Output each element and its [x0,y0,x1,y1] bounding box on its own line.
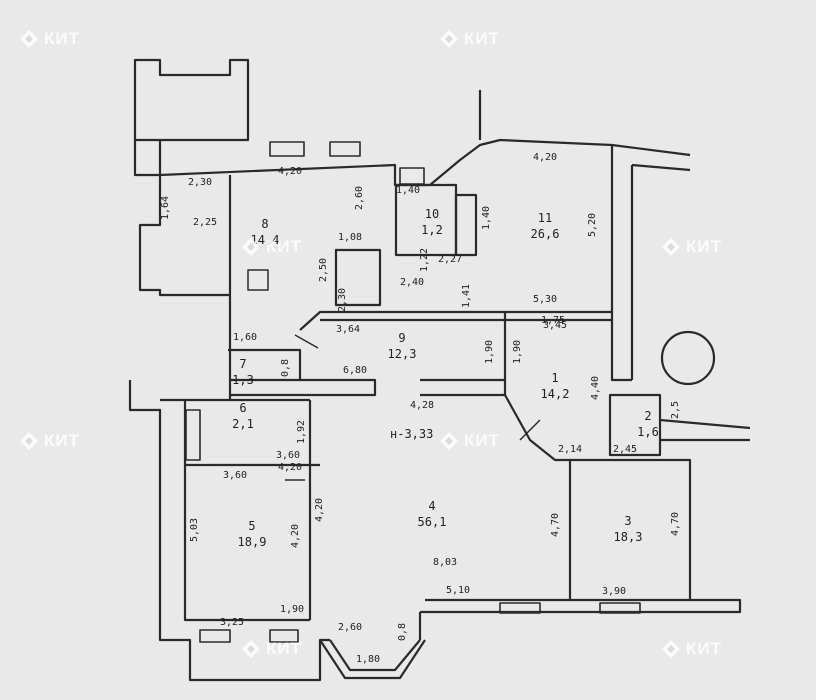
room-area-label: 2,1 [232,417,254,431]
dimension-label: 5,30 [533,294,557,305]
dimension-label: 4,70 [670,512,681,536]
room-number-label: 9 [398,331,405,345]
dimension-label: 3,25 [220,617,244,628]
dimension-label: 2,30 [337,288,348,312]
watermark-logo: КИТ [660,638,722,660]
room-number-label: 1 [551,371,558,385]
dimension-label: 0,8 [280,359,291,377]
dimension-label: 1,08 [338,232,362,243]
whale-icon [242,640,260,658]
room-number-label: 8 [261,217,268,231]
watermark-logo: КИТ [660,236,722,258]
dimension-label: 4,28 [410,400,434,411]
dimension-label: 5,03 [189,518,200,542]
watermark-logo: КИТ [438,430,500,452]
dimension-label: 4,20 [278,166,302,177]
room-area-label: 1,6 [637,425,659,439]
dimension-label: 1,40 [396,185,420,196]
room-number-label: 4 [428,499,435,513]
dimension-label: 1,22 [419,248,430,272]
watermark-text: КИТ [44,29,80,48]
room-area-label: 1,2 [421,223,443,237]
whale-icon [242,238,260,256]
dimension-label: 2,5 [670,401,681,419]
dimension-label: 2,60 [354,186,365,210]
watermark-logo: КИТ [240,236,302,258]
dimension-label: 3,60 [223,470,247,481]
dimension-label: 4,20 [314,498,325,522]
dimension-label: 5,10 [446,585,470,596]
room-number-label: 11 [538,211,552,225]
dimension-label: 3,64 [336,324,360,335]
dimension-label: 3,90 [602,586,626,597]
whale-icon [20,432,38,450]
room-number-label: 10 [425,207,439,221]
room-number-label: 5 [248,519,255,533]
watermark-logo: КИТ [18,28,80,50]
dimension-label: 4,20 [278,462,302,473]
room-area-label: 14,4 [251,233,280,247]
dimension-label: 2,40 [400,277,424,288]
dimension-label: 2,27 [438,254,462,265]
dimension-label: 1,41 [461,284,472,308]
dimension-label: 3,60 [276,450,300,461]
room-area-label: 26,6 [531,227,560,241]
watermark-text: КИТ [44,431,80,450]
dimension-label: 1,92 [296,420,307,444]
dimension-label: 2,45 [613,444,637,455]
whale-icon [440,30,458,48]
room-labels: 814,4101,21126,6912,3114,221,671,362,145… [232,207,659,549]
dimension-label: 5,20 [587,213,598,237]
walls [128,58,751,682]
room-area-label: 14,2 [541,387,570,401]
whale-icon [662,640,680,658]
room-area-label: 18,9 [238,535,267,549]
watermark-text: КИТ [464,29,500,48]
room-area-label: 18,3 [614,530,643,544]
dimension-label: 2,25 [193,217,217,228]
ceiling-height: н-3,33 [390,427,433,441]
room-area-label: 56,1 [418,515,447,529]
whale-icon [20,30,38,48]
watermark-logo: КИТ [438,28,500,50]
dimension-label: 1,90 [484,340,495,364]
watermark-text: КИТ [464,431,500,450]
room-number-label: 6 [239,401,246,415]
dimension-label: 2,60 [338,622,362,633]
watermark-text: КИТ [266,639,302,658]
dimension-label: 4,40 [590,376,601,400]
dimension-label: 1,90 [512,340,523,364]
dimension-label: 1,40 [481,206,492,230]
watermark-text: КИТ [686,237,722,256]
dimension-label: 1,75 [541,315,565,326]
whale-icon [440,432,458,450]
room-area-label: 12,3 [388,347,417,361]
watermark-text: КИТ [266,237,302,256]
dimension-label: 8,03 [433,557,457,568]
dimension-label: 4,70 [550,513,561,537]
watermark-logo: КИТ [18,430,80,452]
dimension-label: 1,80 [356,654,380,665]
dimension-label: 2,50 [318,258,329,282]
dimension-label: 3,45 [543,320,567,331]
dimension-label: 4,20 [533,152,557,163]
dimension-label: 1,64 [160,196,171,220]
dimension-label: 0,8 [397,623,408,641]
watermark-text: КИТ [686,639,722,658]
dimension-label: 4,20 [290,524,301,548]
room-number-label: 7 [239,357,246,371]
dimension-labels: 2,304,201,642,252,601,082,502,301,401,40… [160,152,681,665]
dimension-label: 2,30 [188,177,212,188]
dimension-label: 1,90 [280,604,304,615]
dimension-label: 1,60 [233,332,257,343]
whale-icon [662,238,680,256]
room-area-label: 1,3 [232,373,254,387]
dimension-label: 2,14 [558,444,582,455]
room-number-label: 3 [624,514,631,528]
watermark-logo: КИТ [240,638,302,660]
dimension-label: 6,80 [343,365,367,376]
room-number-label: 2 [644,409,651,423]
